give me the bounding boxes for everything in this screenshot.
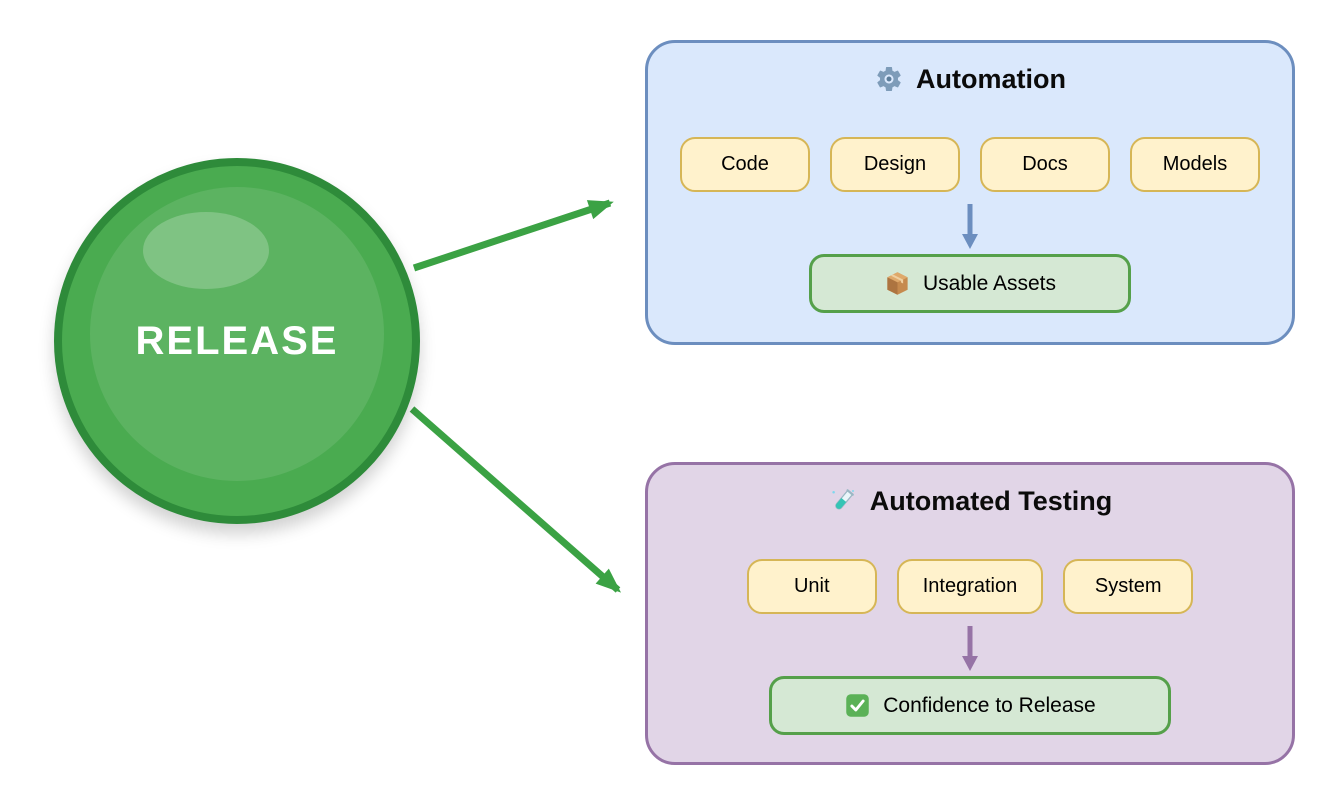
automation-result-label: Usable Assets — [922, 271, 1057, 295]
testing-panel: Automated Testing Unit Integration Syste… — [645, 462, 1295, 765]
automation-title-text: Automation — [916, 64, 1066, 94]
automation-inputs-row: Code Design Docs Models — [680, 137, 1260, 192]
arrow-release-to-testing — [409, 406, 622, 593]
arrow-release-to-automation — [412, 199, 614, 272]
testing-title-text: Automated Testing — [869, 486, 1113, 516]
testing-flow-arrow-icon — [962, 626, 978, 671]
check-icon — [846, 694, 869, 717]
chip-design: Design — [830, 137, 960, 192]
testing-result-box: Confidence to Release — [769, 676, 1171, 735]
testing-inputs-row: Unit Integration System — [746, 559, 1194, 614]
chip-code: Code — [680, 137, 810, 192]
chip-models: Models — [1130, 137, 1260, 192]
chip-docs: Docs — [980, 137, 1110, 192]
automation-panel-title: Automation — [874, 63, 1066, 95]
release-node: RELEASE — [54, 158, 420, 524]
chip-unit: Unit — [746, 559, 877, 614]
release-label: RELEASE — [135, 318, 339, 363]
gear-icon — [877, 67, 901, 91]
automation-flow-arrow-icon — [962, 204, 978, 249]
testing-panel-title: Automated Testing — [828, 485, 1113, 517]
package-icon — [887, 272, 908, 295]
chip-system: System — [1063, 559, 1194, 614]
automation-result-box: Usable Assets — [808, 254, 1132, 313]
chip-integration: Integration — [896, 559, 1044, 614]
test-tube-icon — [832, 489, 854, 510]
automation-panel: Automation Code Design Docs Models Usabl… — [645, 40, 1295, 345]
testing-result-label: Confidence to Release — [883, 693, 1096, 717]
